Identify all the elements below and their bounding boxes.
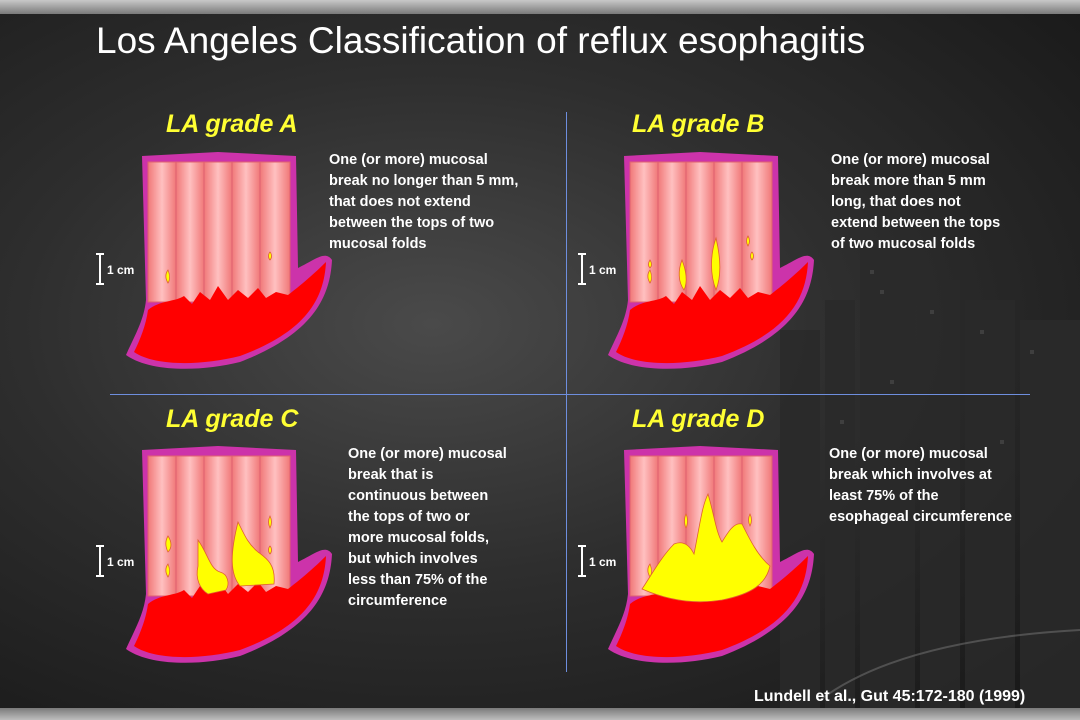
citation: Lundell et al., Gut 45:172-180 (1999) [754, 688, 1026, 705]
scale-bar-d: 1 cm [577, 545, 617, 577]
esophagus-diagram-a [125, 151, 333, 370]
esophagus-diagram-d [607, 445, 815, 664]
grade-a-label: LA grade A [166, 110, 298, 138]
grade-c-label: LA grade C [166, 405, 299, 433]
esophagus-diagram-b [607, 151, 815, 370]
esophagus-diagram-c [125, 445, 333, 664]
scale-bar-c: 1 cm [95, 545, 135, 577]
grade-d-label: LA grade D [632, 405, 765, 433]
bottom-bar [0, 708, 1080, 720]
page-title: Los Angeles Classification of reflux eso… [96, 20, 866, 61]
scale-bar-b: 1 cm [577, 253, 617, 285]
scale-bar-a: 1 cm [95, 253, 135, 285]
grade-b-label: LA grade B [632, 110, 765, 138]
horizontal-divider [110, 394, 1030, 395]
top-bar [0, 0, 1080, 14]
vertical-divider [566, 112, 567, 672]
